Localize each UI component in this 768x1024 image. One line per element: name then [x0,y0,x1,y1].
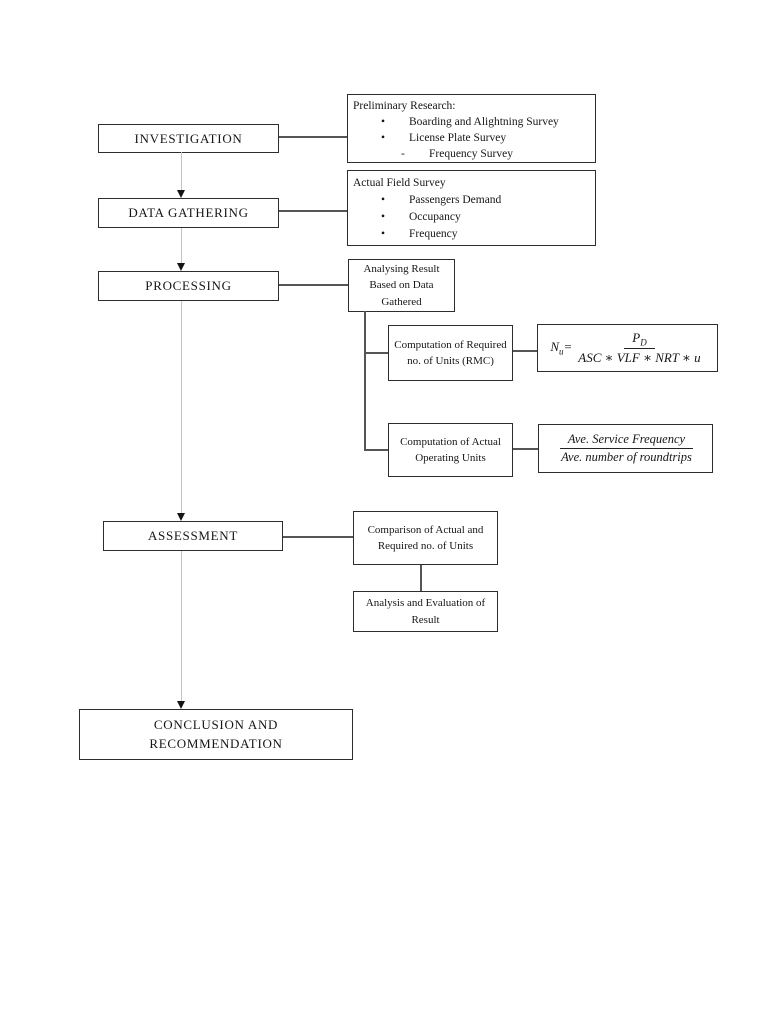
connector-investigation-preliminary [279,136,347,138]
stage-conclusion: CONCLUSION AND RECOMMENDATION [79,709,353,760]
computation-actual-units-text: Computation of Actual Operating Units [400,435,501,465]
preliminary-research-title: Preliminary Research: [353,100,456,112]
comparison-box: Comparison of Actual and Required no. of… [353,511,498,565]
arrow-down-icon [177,263,185,271]
connector-branch-actual [364,449,388,451]
analysing-result-box: Analysing Result Based on Data Gathered [348,259,455,312]
bullet-icon: • [381,116,386,128]
analysis-evaluation-box: Analysis and Evaluation of Result [353,591,498,632]
bullet-icon: • [381,228,386,240]
fraction-numerator: Ave. Service Frequency [559,432,694,449]
stage-data-gathering: DATA GATHERING [98,198,279,228]
list-item-text: Occupancy [409,211,461,223]
connector-actual-formula [513,448,538,450]
analysis-evaluation-text: Analysis and Evaluation of Result [365,597,486,626]
analysing-result-text: Analysing Result Based on Data Gathered [363,262,440,308]
connector-branch-required [364,352,388,354]
arrow-down-icon [177,190,185,198]
fraction: Ave. Service Frequency Ave. number of ro… [557,432,696,465]
stage-assessment: ASSESSMENT [103,521,283,551]
computation-required-units-box: Computation of Required no. of Units (RM… [388,325,513,381]
stage-processing-label: PROCESSING [145,278,232,293]
list-item: • Frequency [353,226,595,243]
list-item: • Boarding and Alightning Survey [353,114,595,130]
fraction-numerator: PD [624,330,655,350]
actual-field-survey-title: Actual Field Survey [353,177,446,189]
stage-conclusion-label: CONCLUSION AND RECOMMENDATION [149,716,283,751]
required-units-formula-box: Nu= PD ASC ∗ VLF ∗ NRT ∗ u [537,324,718,372]
bullet-icon: • [381,132,386,144]
arrow-down-icon [177,513,185,521]
list-item-text: Frequency Survey [429,148,513,160]
list-item-text: Passengers Demand [409,194,502,206]
spine-assessment-conclusion [181,551,182,701]
bullet-icon: • [381,211,386,223]
spine-datagathering-processing [181,228,182,263]
connector-comparison-analysis [420,565,422,591]
preliminary-research-box: Preliminary Research: • Boarding and Ali… [347,94,596,163]
connector-processing-analysing [279,284,348,286]
formula-lhs: Nu= [550,339,573,357]
stage-assessment-label: ASSESSMENT [147,528,239,543]
list-item: • Occupancy [353,209,595,226]
list-item: • Passengers Demand [353,192,595,209]
spine-investigation-datagathering [181,152,182,190]
fraction: PD ASC ∗ VLF ∗ NRT ∗ u [574,330,704,367]
fraction-denominator: Ave. number of roundtrips [561,450,692,464]
list-item-text: License Plate Survey [409,132,507,144]
fraction-denominator: ASC ∗ VLF ∗ NRT ∗ u [578,350,701,366]
list-item: • License Plate Survey [353,130,595,146]
list-item-text: Frequency [409,228,458,240]
computation-actual-units-box: Computation of Actual Operating Units [388,423,513,477]
connector-datagathering-fieldsurvey [279,210,347,212]
stage-investigation: INVESTIGATION [98,124,279,153]
list-item: - Frequency Survey [353,146,595,162]
actual-units-formula-box: Ave. Service Frequency Ave. number of ro… [538,424,713,473]
bullet-icon: • [381,194,386,206]
connector-required-formula [513,350,537,352]
actual-field-survey-box: Actual Field Survey • Passengers Demand … [347,170,596,246]
comparison-text: Comparison of Actual and Required no. of… [367,523,484,553]
stage-investigation-label: INVESTIGATION [134,130,243,146]
arrow-down-icon [177,701,185,709]
list-item-text: Boarding and Alightning Survey [409,116,559,128]
connector-assessment-comparison [283,536,353,538]
stage-processing: PROCESSING [98,271,279,301]
stage-data-gathering-label: DATA GATHERING [128,205,249,220]
computation-required-units-text: Computation of Required no. of Units (RM… [394,338,507,368]
connector-branch-vertical [364,311,366,451]
spine-processing-assessment [181,301,182,513]
dash-icon: - [401,148,405,160]
